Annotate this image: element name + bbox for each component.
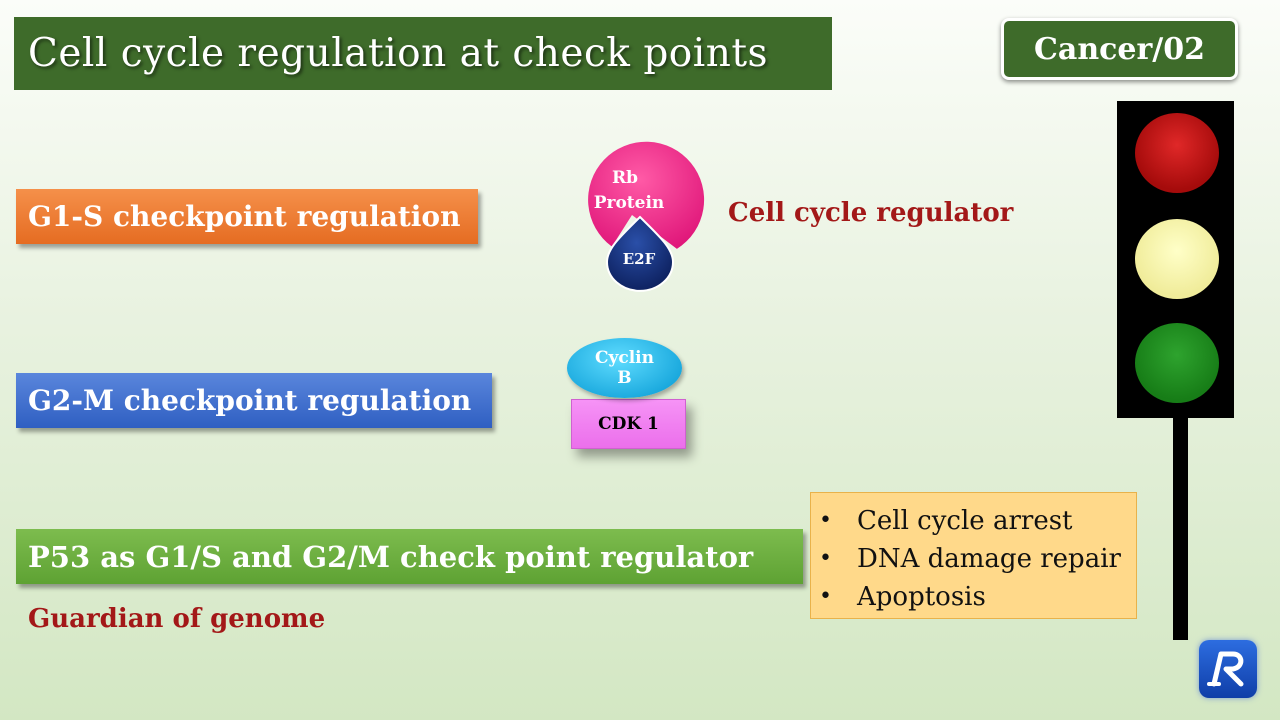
series-badge: Cancer/02	[1001, 18, 1238, 80]
p53-outcomes-list: • Cell cycle arrest • DNA damage repair …	[819, 502, 1136, 616]
slide-title-bar: Cell cycle regulation at check points	[14, 17, 832, 90]
traffic-light-pole	[1173, 418, 1188, 640]
outcome-repair: DNA damage repair	[857, 544, 1121, 574]
rb-protein-shape	[588, 141, 705, 249]
channel-logo-icon	[1199, 640, 1257, 698]
g2m-checkpoint-label: G2-M checkpoint regulation	[16, 373, 492, 428]
rb-label-line1: Rb	[612, 168, 638, 188]
p53-checkpoint-label: P53 as G1/S and G2/M check point regulat…	[16, 529, 803, 584]
channel-logo-glyph	[1207, 651, 1244, 687]
bullet: •	[819, 508, 832, 533]
p53-outcomes-box: • Cell cycle arrest • DNA damage repair …	[810, 492, 1137, 619]
rb-e2f-diagram: Rb Protein E2F	[588, 141, 705, 292]
cyclin-b-shape: Cyclin B	[567, 338, 682, 398]
e2f-shape	[605, 215, 675, 292]
list-item: • Cell cycle arrest	[819, 502, 1136, 540]
cdk1-label: CDK 1	[598, 414, 659, 434]
cyclin-label-line1: Cyclin	[594, 348, 655, 368]
slide-title: Cell cycle regulation at check points	[28, 31, 769, 76]
guardian-note: Guardian of genome	[28, 604, 326, 634]
regulator-note: Cell cycle regulator	[728, 198, 1014, 228]
list-item: • DNA damage repair	[819, 540, 1136, 578]
e2f-label: E2F	[623, 250, 656, 268]
cyclin-label-line2: B	[617, 368, 632, 388]
series-badge-label: Cancer/02	[1034, 31, 1205, 67]
rb-label-line2: Protein	[594, 193, 665, 213]
list-item: • Apoptosis	[819, 578, 1136, 616]
cdk1-box: CDK 1	[571, 399, 686, 449]
green-light	[1135, 323, 1219, 403]
bullet: •	[819, 546, 832, 571]
traffic-light-icon	[1117, 101, 1234, 418]
outcome-apoptosis: Apoptosis	[857, 582, 986, 612]
red-light	[1135, 113, 1219, 193]
bullet: •	[819, 584, 832, 609]
yellow-light	[1135, 219, 1219, 299]
g1s-checkpoint-label: G1-S checkpoint regulation	[16, 189, 478, 244]
outcome-arrest: Cell cycle arrest	[857, 506, 1073, 536]
